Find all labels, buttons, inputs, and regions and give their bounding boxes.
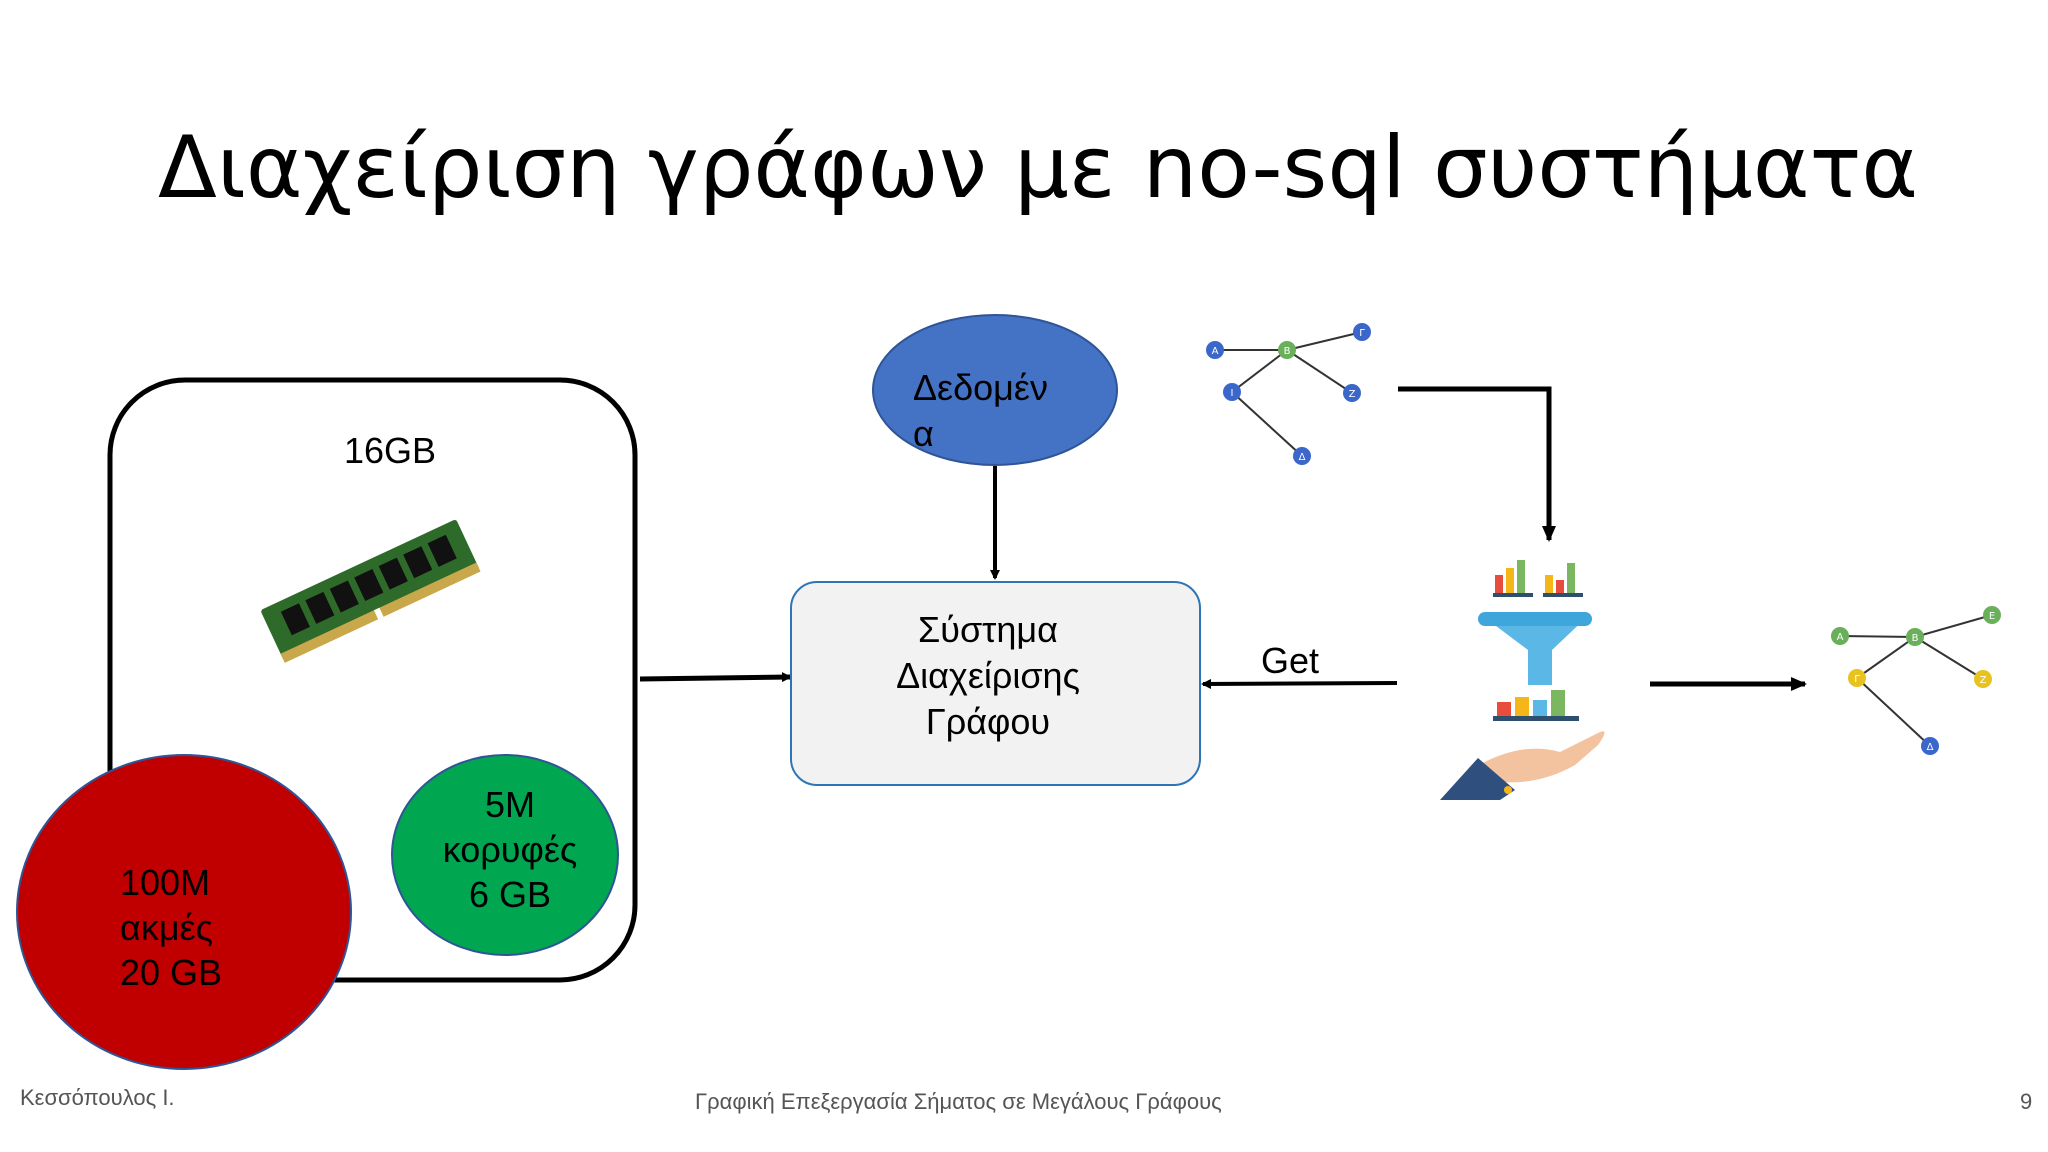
arrow-memory-to-system: [639, 672, 792, 683]
system-label-line3: Γράφου: [926, 701, 1050, 742]
graph-in-node-e: Ζ: [1349, 389, 1356, 400]
vertices-label: κορυφές: [443, 829, 578, 870]
slide-title: Διαχείριση γράφων με no-sql συστήματα: [158, 118, 1919, 218]
filter-analytics-icon: [1440, 560, 1605, 800]
system-label-line1: Σύστημα: [918, 609, 1058, 650]
graph-out-node-c: Ε: [1989, 611, 1995, 622]
arrow-graph-to-filter: [1398, 386, 1556, 542]
graph-in-node-b: Β: [1284, 346, 1291, 357]
graph-out-node-b: Β: [1912, 633, 1919, 644]
edges-circle: [16, 754, 352, 1070]
graph-out-node-a: Α: [1837, 632, 1844, 643]
system-label-line2: Διαχείρισης: [896, 655, 1080, 696]
edges-label: ακμές: [120, 907, 213, 948]
edges-size: 20 GB: [120, 952, 222, 993]
page-number: 9: [2020, 1089, 2033, 1114]
vertices-size: 6 GB: [469, 874, 551, 915]
graph-management-system-box: [790, 581, 1201, 786]
data-label-line1: Δεδομέν: [913, 367, 1048, 408]
get-label: Get: [1261, 640, 1319, 681]
arrow-get: [1201, 678, 1398, 689]
data-label-line2: α: [913, 413, 934, 454]
memory-container: [107, 377, 638, 983]
edges-count: 100M: [120, 862, 210, 903]
graph-in-node-d: Ι: [1231, 388, 1234, 399]
vertices-count: 5M: [485, 784, 535, 825]
graph-in-node-a: Α: [1212, 346, 1219, 357]
graph-out-node-d: Γ: [1854, 674, 1860, 685]
graph-in-node-f: Δ: [1299, 452, 1306, 463]
ram-stick-icon: [261, 519, 481, 663]
output-graph-icon: Α Β Ε Γ Ζ Δ: [1831, 606, 2001, 755]
memory-size-label: 16GB: [344, 430, 436, 471]
graph-in-node-c: Γ: [1359, 328, 1365, 339]
vertices-circle: [391, 754, 619, 956]
footer-author: Κεσσόπουλος Ι.: [20, 1085, 175, 1110]
data-ellipse: [872, 314, 1118, 466]
input-graph-icon: Α Β Γ Ι Ζ Δ: [1206, 323, 1371, 465]
footer-presentation-title: Γραφική Επεξεργασία Σήματος σε Μεγάλους …: [695, 1089, 1222, 1114]
graph-out-node-e: Ζ: [1980, 675, 1987, 686]
graph-out-node-f: Δ: [1927, 742, 1934, 753]
